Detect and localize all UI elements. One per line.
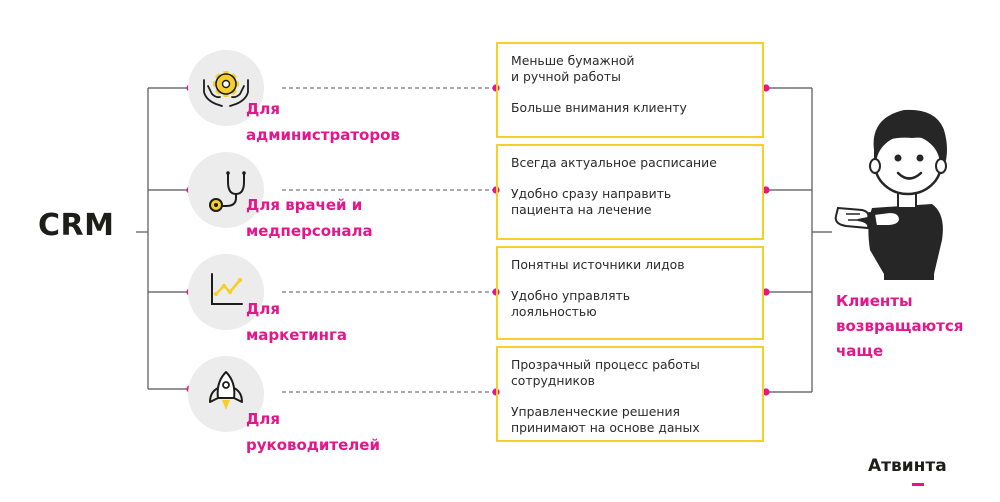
benefit-text: Всегда актуальное расписание (511, 155, 717, 170)
atvinta-logo: Атвинта (868, 456, 947, 486)
benefit-text: Удобно сразу направить пациента на лечен… (511, 186, 672, 217)
benefit-box-doctors: Всегда актуальное расписание Удобно сраз… (496, 144, 764, 240)
stethoscope-icon (188, 152, 264, 228)
rocket-icon (188, 356, 264, 432)
happy-client-icon (834, 109, 947, 280)
benefit-text: Прозрачный процесс работы сотрудников (511, 357, 700, 388)
benefit-text: Управленческие решения принимают на осно… (511, 404, 700, 435)
crm-title: CRM (38, 208, 115, 243)
benefit-text: Больше внимания клиенту (511, 100, 687, 115)
benefit-box-administrators: Меньше бумажной и ручной работы Больше в… (496, 42, 764, 138)
benefit-box-marketing: Понятны источники лидов Удобно управлять… (496, 246, 764, 340)
logo-accent-bar (912, 483, 924, 486)
line-chart-icon (188, 254, 264, 330)
benefit-box-managers: Прозрачный процесс работы сотрудников Уп… (496, 346, 764, 442)
gear-hands-icon (188, 50, 264, 126)
benefit-text: Понятны источники лидов (511, 257, 685, 272)
benefit-text: Меньше бумажной и ручной работы (511, 53, 635, 84)
benefit-text: Удобно управлять лояльностью (511, 288, 631, 319)
